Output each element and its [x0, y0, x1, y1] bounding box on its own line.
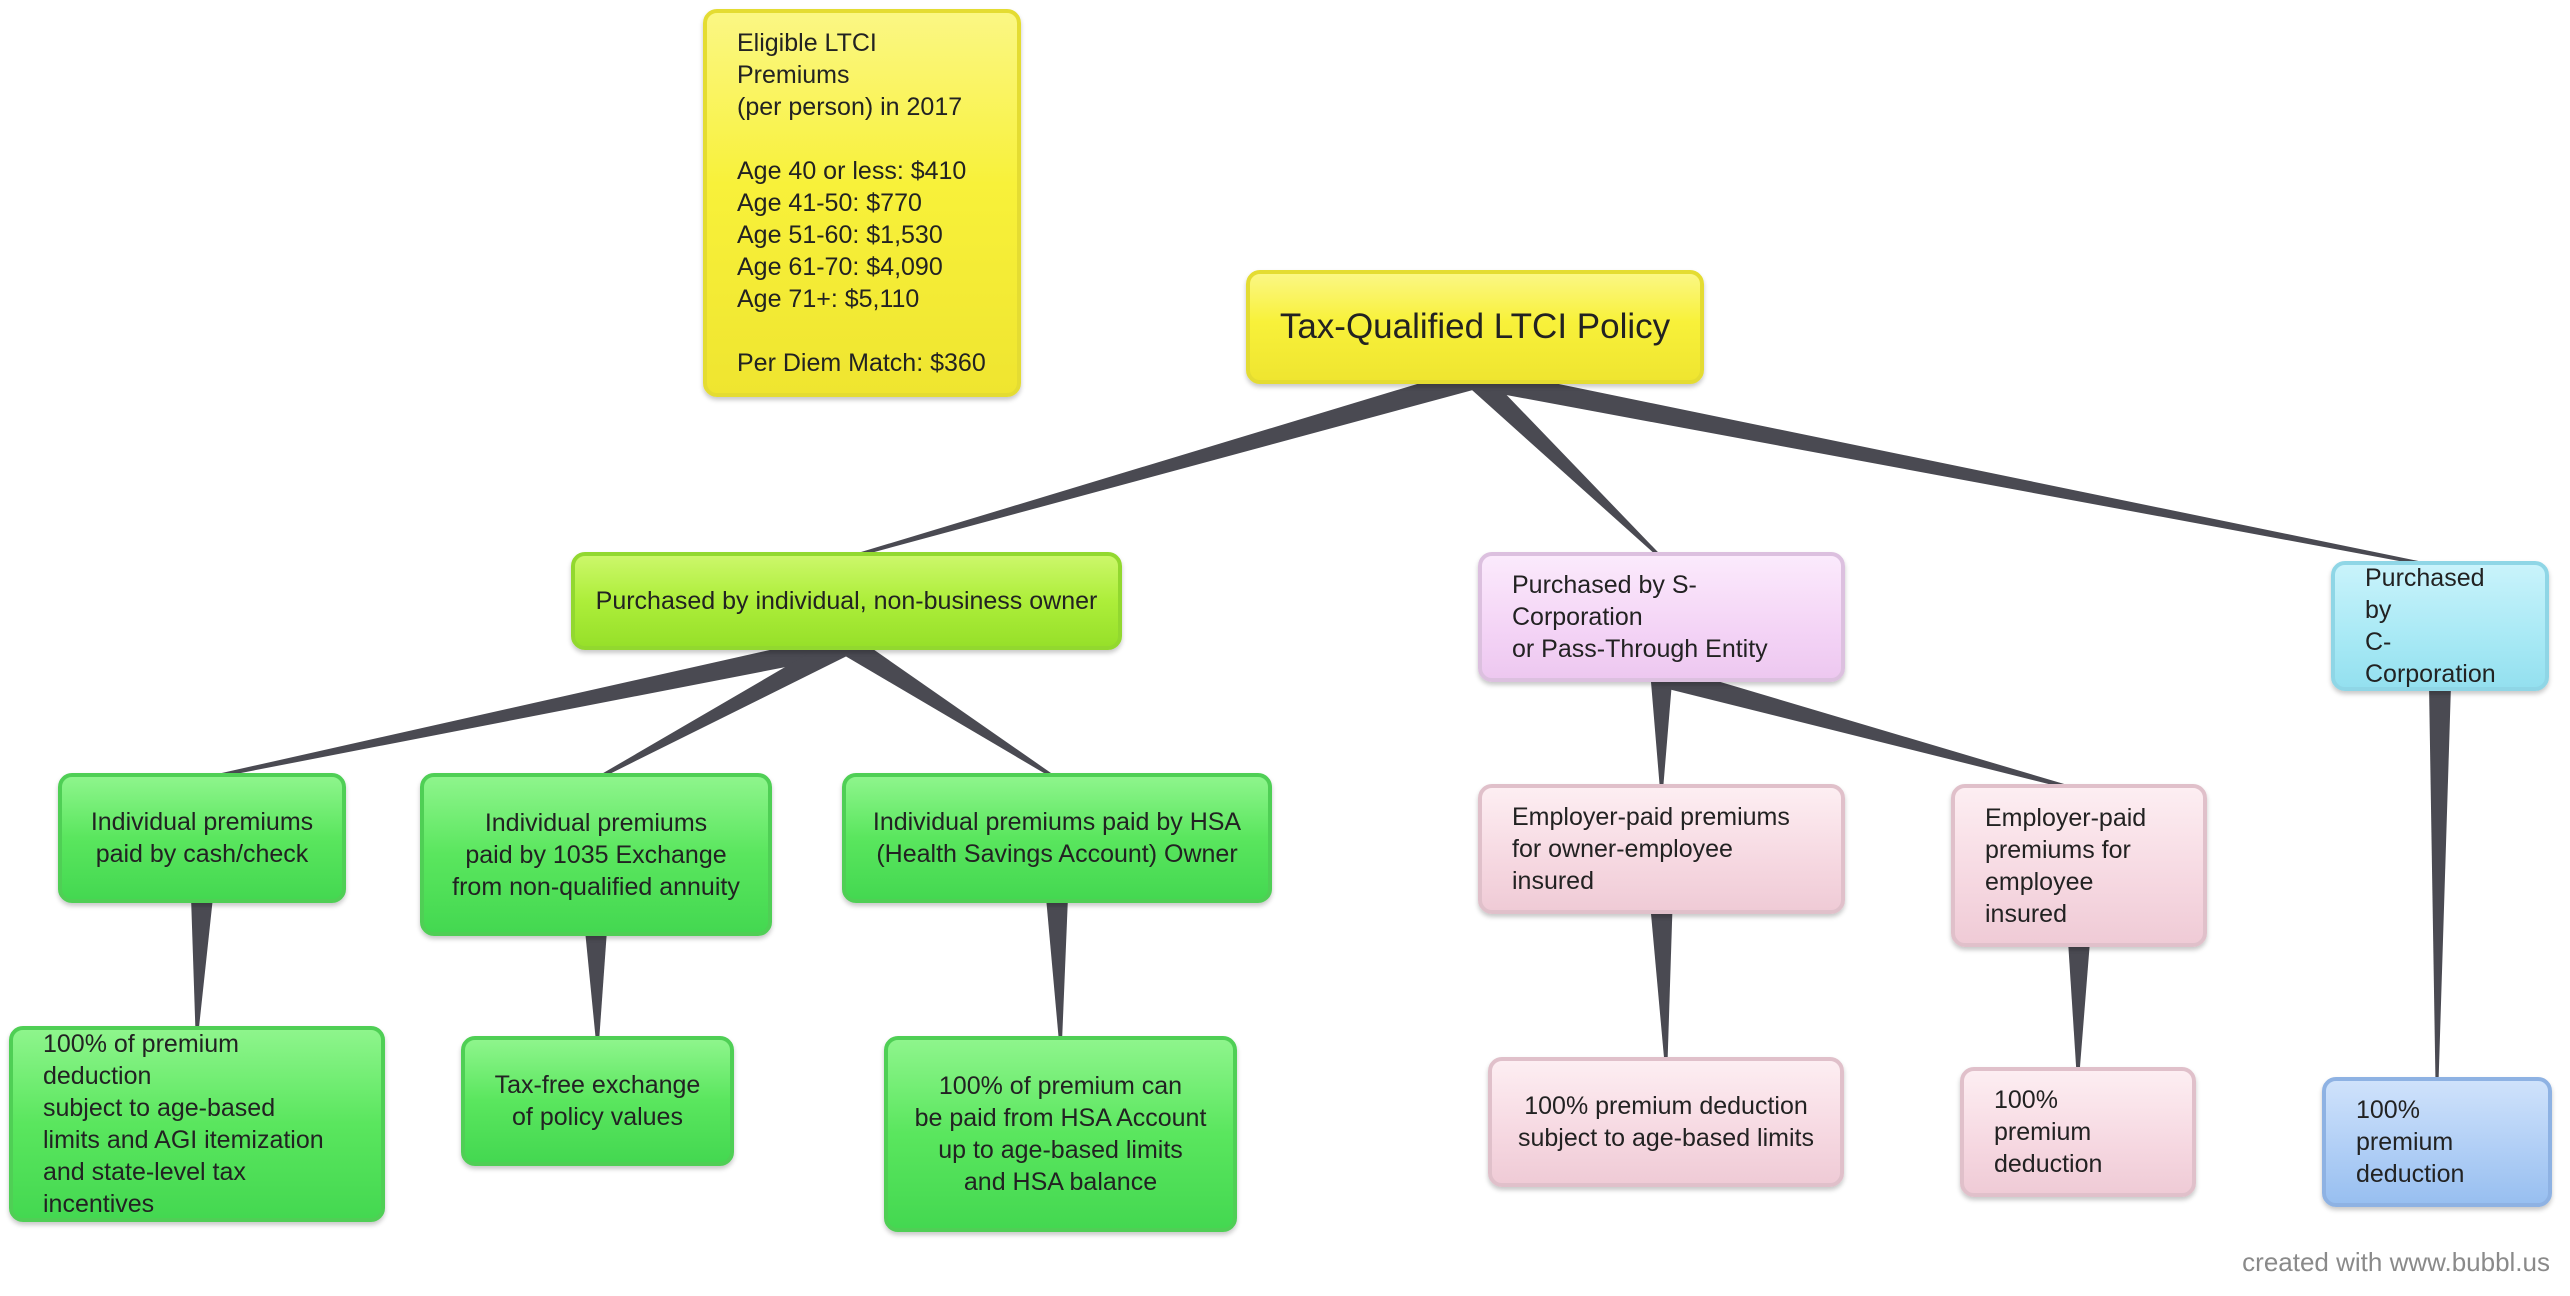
- connector-individual-to-cash_check: [201, 633, 849, 781]
- node-label: Individual premiums paid by cash/check: [90, 808, 314, 868]
- node-label: 100% of premium deduction subject to age…: [43, 1030, 324, 1218]
- node-label: Employer-paid premiums for employee insu…: [1985, 803, 2147, 928]
- node-label: Individual premiums paid by 1035 Exchang…: [452, 808, 740, 901]
- footer-credit: created with www.bubbl.us: [2242, 1247, 2550, 1277]
- node-premiums-hsa[interactable]: Individual premiums paid by HSA (Health …: [842, 773, 1272, 903]
- node-label: 100% premium deduction: [2356, 1096, 2465, 1188]
- connector-cash_check-to-cash_result: [191, 896, 213, 1033]
- connector-ccorp-to-ccorp_result: [2429, 684, 2451, 1084]
- node-label: Individual premiums paid by HSA (Health …: [872, 808, 1242, 868]
- root-node-label: Tax-Qualified LTCI Policy: [1279, 307, 1671, 346]
- connector-owner_employee-to-owner_employee_result: [1650, 907, 1673, 1064]
- connector-root-to-scorp: [1467, 370, 1663, 560]
- node-premiums-cash-check[interactable]: Individual premiums paid by cash/check: [58, 773, 346, 903]
- connector-individual-to-exchange_1035: [595, 634, 852, 781]
- result-node-hsa-payment[interactable]: 100% of premium can be paid from HSA Acc…: [884, 1036, 1237, 1232]
- node-label: 100% premium deduction: [1994, 1086, 2103, 1178]
- node-label: 100% of premium can be paid from HSA Acc…: [914, 1072, 1207, 1196]
- connector-root-to-ccorp: [1472, 367, 2441, 569]
- connector-scorp-to-employee: [1658, 665, 2080, 792]
- node-premiums-1035-exchange[interactable]: Individual premiums paid by 1035 Exchang…: [420, 773, 772, 936]
- result-node-c-corporation-deduction[interactable]: 100% premium deduction: [2322, 1077, 2552, 1207]
- result-node-cash-deduction[interactable]: 100% of premium deduction subject to age…: [9, 1026, 385, 1222]
- branch-node-label: Purchased by S-Corporation or Pass-Throu…: [1512, 571, 1768, 663]
- connector-hsa-to-hsa_result: [1046, 896, 1068, 1043]
- node-label: Employer-paid premiums for owner-employe…: [1512, 803, 1790, 895]
- result-node-owner-employee-deduction[interactable]: 100% premium deduction subject to age-ba…: [1488, 1057, 1844, 1187]
- eligible-premiums-note[interactable]: Eligible LTCI Premiums (per person) in 2…: [703, 9, 1021, 397]
- connector-individual-to-hsa: [840, 634, 1058, 781]
- eligible-premiums-note-text: Eligible LTCI Premiums (per person) in 2…: [737, 29, 986, 377]
- branch-node-label: Purchased by individual, non-business ow…: [595, 587, 1098, 615]
- connector-exchange_1035-to-exchange_result: [585, 929, 607, 1043]
- connector-scorp-to-owner_employee: [1650, 676, 1673, 790]
- result-node-employee-deduction[interactable]: 100% premium deduction: [1960, 1067, 2196, 1197]
- root-node-tax-qualified-ltci-policy[interactable]: Tax-Qualified LTCI Policy: [1246, 270, 1704, 384]
- node-employee-premiums[interactable]: Employer-paid premiums for employee insu…: [1951, 784, 2207, 947]
- result-node-tax-free-exchange[interactable]: Tax-free exchange of policy values: [461, 1036, 734, 1166]
- branch-node-s-corporation[interactable]: Purchased by S-Corporation or Pass-Throu…: [1478, 552, 1845, 682]
- branch-node-label: Purchased by C-Corporation: [2365, 564, 2496, 688]
- connector-employee-to-employee_result: [2068, 940, 2090, 1074]
- node-label: 100% premium deduction subject to age-ba…: [1518, 1092, 1814, 1152]
- node-owner-employee-premiums[interactable]: Employer-paid premiums for owner-employe…: [1478, 784, 1845, 914]
- node-label: Tax-free exchange of policy values: [494, 1071, 701, 1131]
- branch-node-c-corporation[interactable]: Purchased by C-Corporation: [2331, 561, 2549, 691]
- branch-node-individual-purchase[interactable]: Purchased by individual, non-business ow…: [571, 552, 1122, 650]
- connector-root-to-individual: [846, 367, 1479, 560]
